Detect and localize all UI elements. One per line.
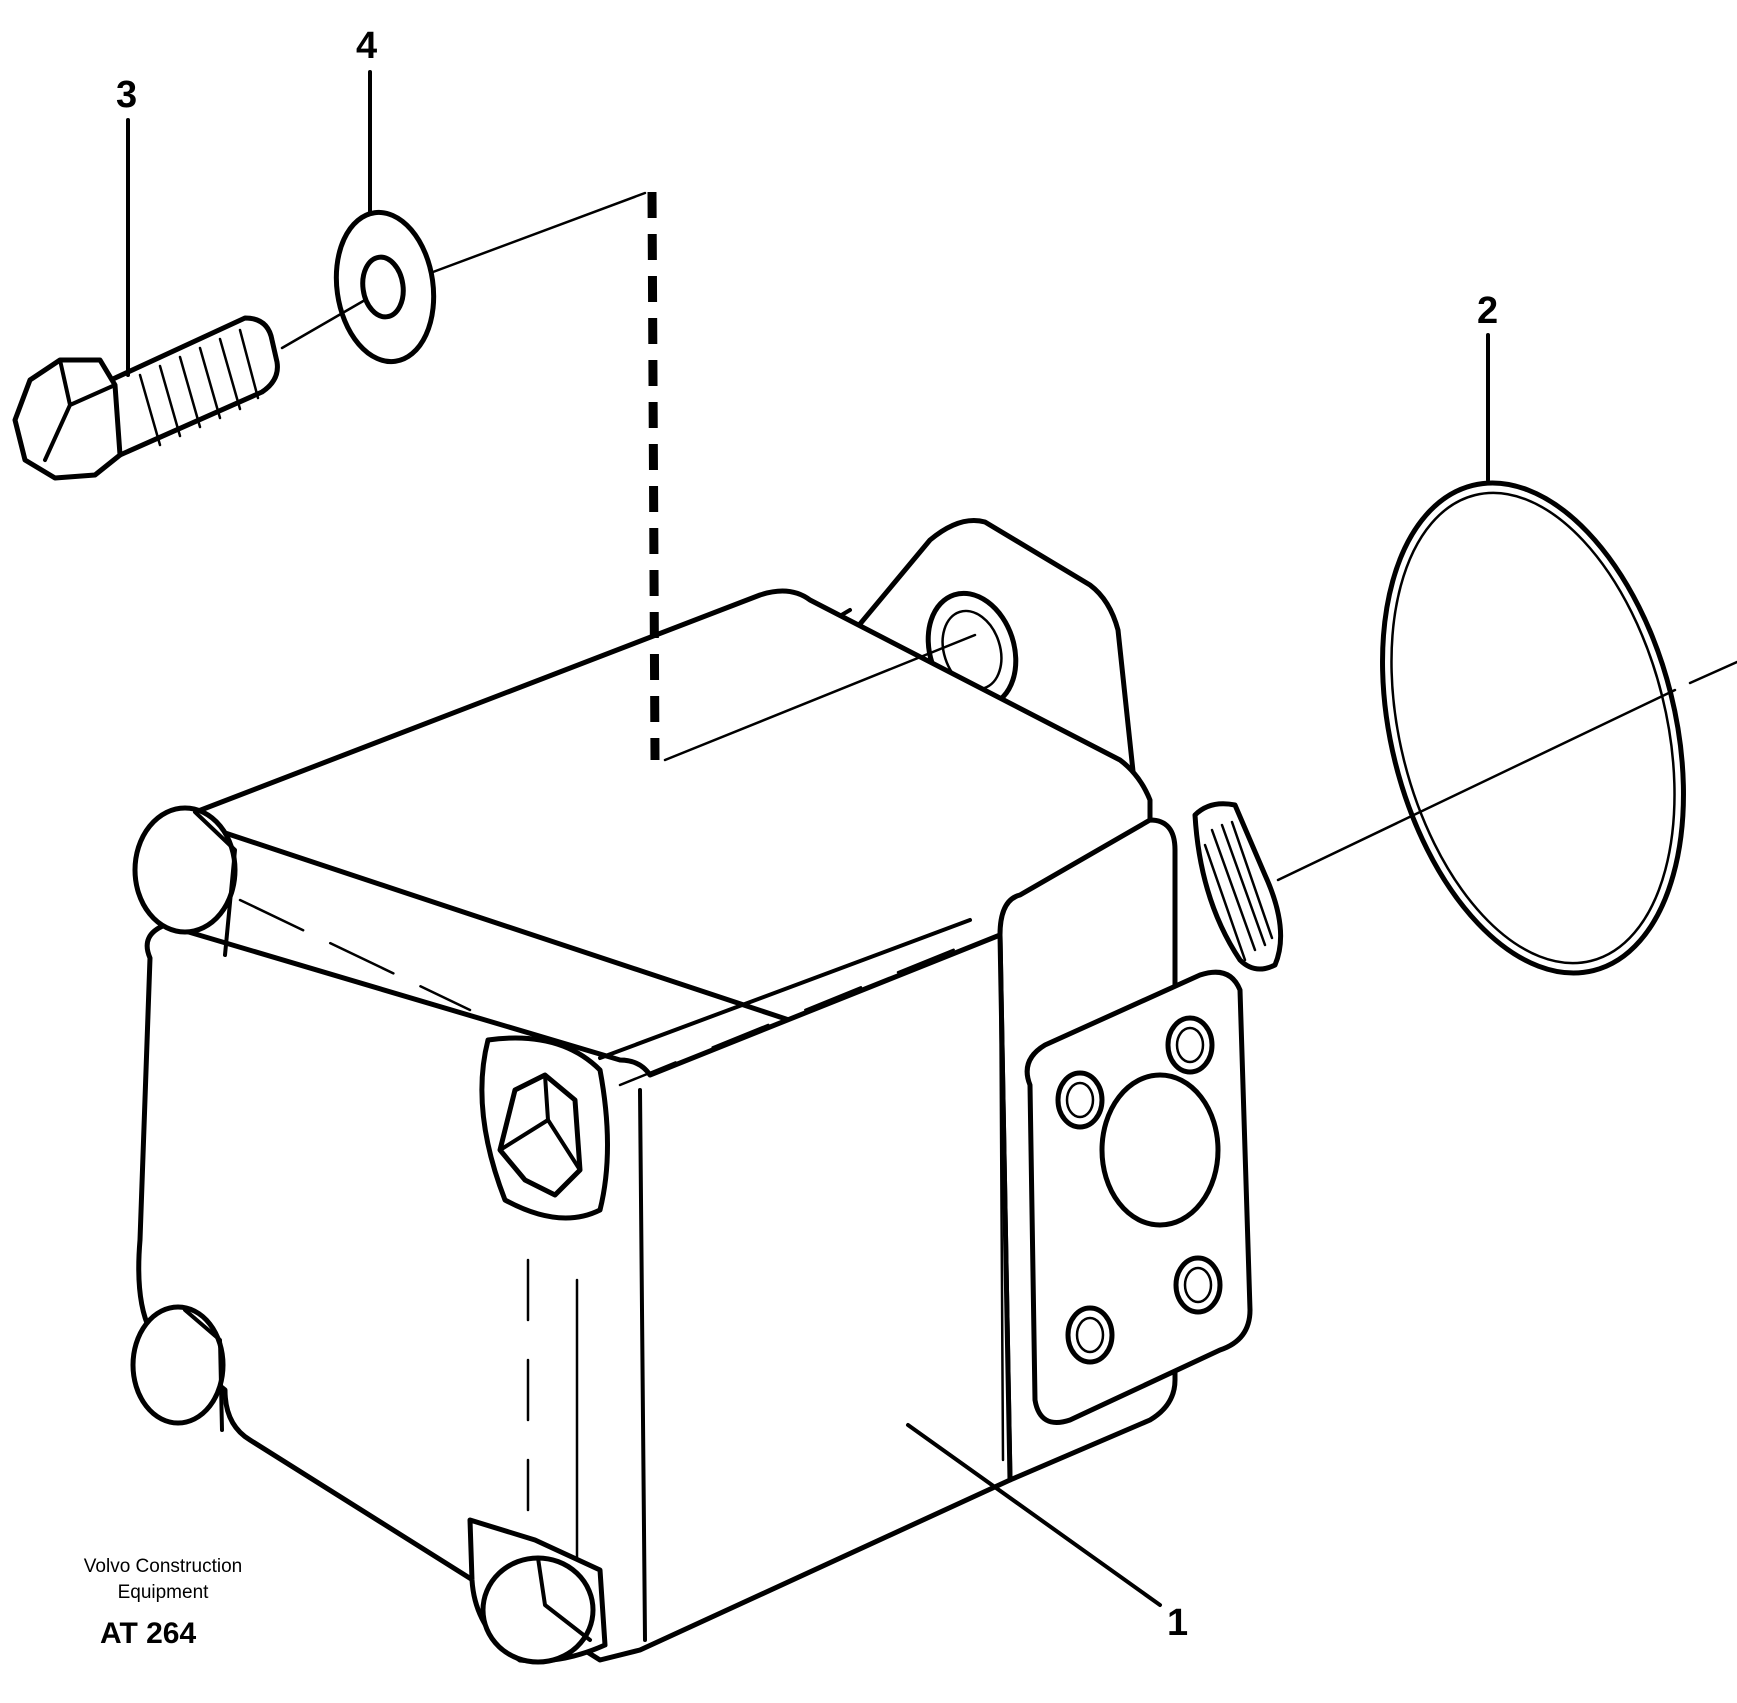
- assembly-lines: [280, 191, 1737, 882]
- drive-shaft: [1192, 801, 1284, 972]
- washer: [333, 209, 437, 365]
- body-bolt-bottom-left: [130, 1304, 226, 1432]
- body-bolt-top-left: [132, 805, 238, 957]
- leader-lines: [126, 70, 1490, 1607]
- outlet-flange: [1024, 969, 1253, 1425]
- o-ring: [1380, 480, 1686, 976]
- hex-bolt: [12, 315, 280, 481]
- pump-body: [130, 518, 1284, 1665]
- callout-label-1: 1: [1167, 1602, 1189, 1644]
- credit-line-1: Volvo Construction: [83, 1556, 243, 1577]
- body-bolt-bottom-center: [467, 1517, 608, 1665]
- credit-line-2: Equipment: [117, 1582, 209, 1603]
- callout-label-4: 4: [356, 25, 378, 67]
- figure-code: AT 264: [100, 1617, 197, 1650]
- callout-label-2: 2: [1477, 290, 1499, 332]
- callout-label-3: 3: [116, 74, 138, 116]
- body-bolt-center: [479, 1035, 610, 1221]
- publisher-credit: Volvo Construction Equipment: [58, 1554, 268, 1606]
